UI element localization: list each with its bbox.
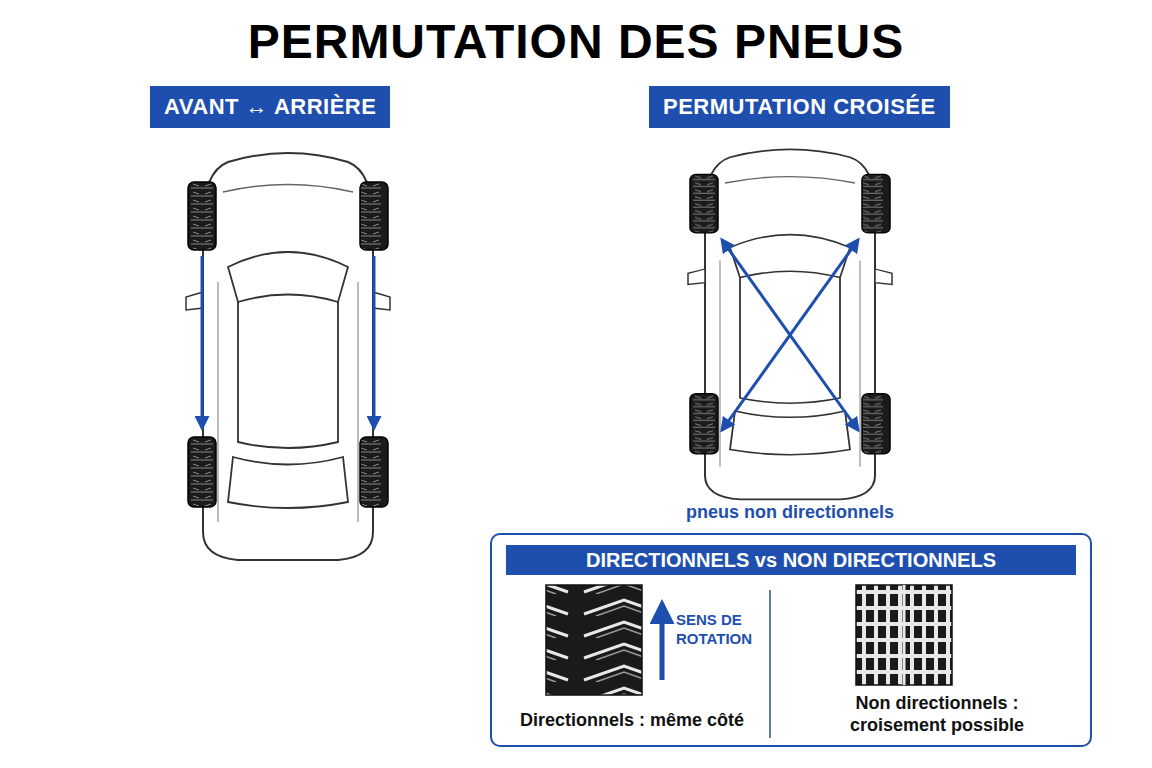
title: PERMUTATION DES PNEUS [0,14,1152,69]
panel-heading: DIRECTIONNELS vs NON DIRECTIONNELS [506,545,1076,575]
cross-arrow [722,240,858,430]
car-right [688,149,892,499]
non-directional-tread [856,585,952,685]
legend-panel: DIRECTIONNELS vs NON DIRECTIONNELS Direct… [490,533,1092,747]
rotation-arrow [373,256,376,428]
caption: Directionnels : même côté [512,710,752,731]
car-left [186,153,390,560]
section-band: AVANT ↔ ARRIÈRE [150,86,390,128]
divider [769,590,771,738]
cross-arrow [722,240,858,430]
directional-tread [546,585,642,695]
caption: Non directionnels : croisement possible [837,692,1037,736]
band-text: AVANT ↔ ARRIÈRE [164,94,376,119]
band-text: PERMUTATION CROISÉE [663,94,936,119]
direction-arrow [660,604,665,680]
rotation-arrow [201,256,204,428]
note-label: SENS DE ROTATION [676,610,776,648]
note-label: pneus non directionnels [660,502,920,523]
section-band: PERMUTATION CROISÉE [649,86,950,128]
